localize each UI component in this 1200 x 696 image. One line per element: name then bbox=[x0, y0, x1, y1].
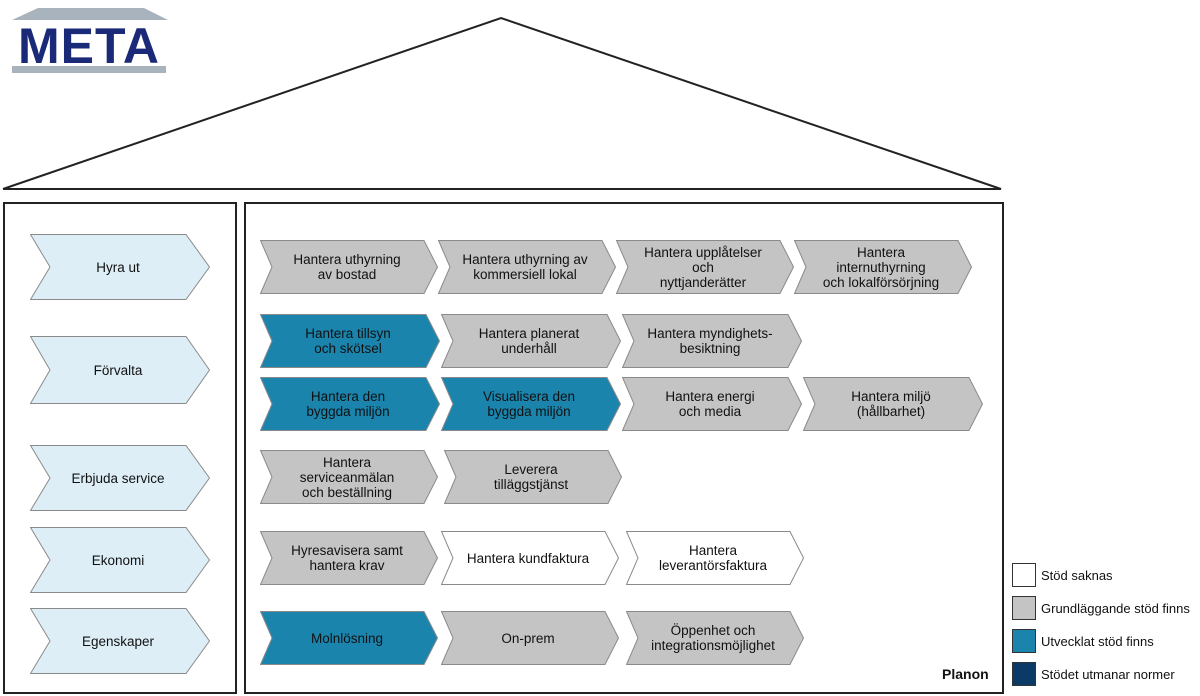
process-hyra-ut-1-label: Hantera uthyrning av bostad bbox=[293, 252, 401, 282]
process-forvalta-1-2: Hantera planerat underhåll bbox=[441, 314, 621, 368]
process-egenskaper-2-label: On-prem bbox=[501, 630, 555, 646]
process-ekonomi-1-label: Hyresavisera samt hantera krav bbox=[291, 543, 403, 573]
process-ekonomi-2-label: Hantera kundfaktura bbox=[466, 550, 590, 566]
process-service-1-label: Hantera serviceanmälan och beställning bbox=[299, 454, 395, 500]
category-5-label: Egenskaper bbox=[81, 633, 155, 649]
process-forvalta-2-1: Hantera den byggda miljön bbox=[260, 377, 440, 431]
process-egenskaper-3: Öppenhet och integrationsmöjlighet bbox=[626, 611, 804, 665]
process-service-1: Hantera serviceanmälan och beställning bbox=[260, 450, 438, 504]
process-forvalta-1-1: Hantera tillsyn och skötsel bbox=[260, 314, 440, 368]
process-service-2: Leverera tilläggstjänst bbox=[444, 450, 622, 504]
category-2: Förvalta bbox=[30, 336, 210, 404]
process-forvalta-2-4: Hantera miljö (hållbarhet) bbox=[803, 377, 983, 431]
legend-item: Stöd saknas bbox=[1012, 563, 1113, 587]
process-forvalta-1-3: Hantera myndighets- besiktning bbox=[622, 314, 802, 368]
meta-logo: META bbox=[8, 2, 170, 76]
process-egenskaper-1-label: Molnlösning bbox=[310, 630, 384, 646]
category-3: Erbjuda service bbox=[30, 445, 210, 511]
process-forvalta-1-2-label: Hantera planerat underhåll bbox=[478, 326, 580, 356]
legend-swatch bbox=[1012, 596, 1036, 620]
process-forvalta-1-3-label: Hantera myndighets- besiktning bbox=[647, 326, 773, 356]
category-box bbox=[3, 202, 237, 694]
logo-text: META bbox=[18, 18, 160, 74]
legend-label: Stöd saknas bbox=[1041, 567, 1113, 583]
category-1: Hyra ut bbox=[30, 234, 210, 300]
process-forvalta-1-1-label: Hantera tillsyn och skötsel bbox=[305, 326, 391, 356]
legend-swatch bbox=[1012, 629, 1036, 653]
category-4: Ekonomi bbox=[30, 527, 210, 593]
process-forvalta-2-1-label: Hantera den byggda miljön bbox=[306, 389, 390, 419]
category-3-label: Erbjuda service bbox=[71, 470, 165, 486]
process-egenskaper-2: On-prem bbox=[441, 611, 619, 665]
process-hyra-ut-4: Hantera internuthyrning och lokalförsörj… bbox=[794, 240, 972, 294]
process-ekonomi-2: Hantera kundfaktura bbox=[441, 531, 619, 585]
process-hyra-ut-1: Hantera uthyrning av bostad bbox=[260, 240, 438, 294]
roof-outline bbox=[2, 16, 1002, 190]
process-hyra-ut-3-label: Hantera upplåtelser och nyttjanderätter bbox=[644, 244, 762, 290]
process-egenskaper-3-label: Öppenhet och integrationsmöjlighet bbox=[651, 623, 775, 653]
process-forvalta-2-3-label: Hantera energi och media bbox=[665, 389, 755, 419]
legend-swatch bbox=[1012, 662, 1036, 686]
legend-label: Grundläggande stöd finns bbox=[1041, 600, 1190, 616]
process-hyra-ut-2-label: Hantera uthyrning av kommersiell lokal bbox=[462, 252, 588, 282]
planon-box bbox=[244, 202, 1004, 694]
process-hyra-ut-2: Hantera uthyrning av kommersiell lokal bbox=[438, 240, 616, 294]
legend-item: Stödet utmanar normer bbox=[1012, 662, 1175, 686]
process-hyra-ut-3: Hantera upplåtelser och nyttjanderätter bbox=[616, 240, 794, 294]
meta-logo-graphic: META bbox=[12, 8, 168, 74]
process-ekonomi-1: Hyresavisera samt hantera krav bbox=[260, 531, 438, 585]
legend-swatch bbox=[1012, 563, 1036, 587]
process-forvalta-2-3: Hantera energi och media bbox=[622, 377, 802, 431]
process-forvalta-2-4-label: Hantera miljö (hållbarhet) bbox=[851, 389, 931, 419]
category-1-label: Hyra ut bbox=[96, 259, 140, 275]
process-hyra-ut-4-label: Hantera internuthyrning och lokalförsörj… bbox=[822, 244, 940, 290]
category-4-label: Ekonomi bbox=[91, 552, 145, 568]
process-egenskaper-1: Molnlösning bbox=[260, 611, 438, 665]
process-forvalta-2-2-label: Visualisera den byggda miljön bbox=[482, 389, 576, 419]
legend-label: Utvecklat stöd finns bbox=[1041, 633, 1154, 649]
legend-item: Grundläggande stöd finns bbox=[1012, 596, 1190, 620]
process-ekonomi-3-label: Hantera leverantörsfaktura bbox=[658, 543, 768, 573]
category-2-label: Förvalta bbox=[93, 362, 143, 378]
process-forvalta-2-2: Visualisera den byggda miljön bbox=[441, 377, 621, 431]
legend-item: Utvecklat stöd finns bbox=[1012, 629, 1154, 653]
process-ekonomi-3: Hantera leverantörsfaktura bbox=[626, 531, 804, 585]
process-service-2-label: Leverera tilläggstjänst bbox=[493, 462, 569, 492]
planon-label: Planon bbox=[942, 666, 989, 682]
category-5: Egenskaper bbox=[30, 608, 210, 674]
legend-label: Stödet utmanar normer bbox=[1041, 666, 1175, 682]
